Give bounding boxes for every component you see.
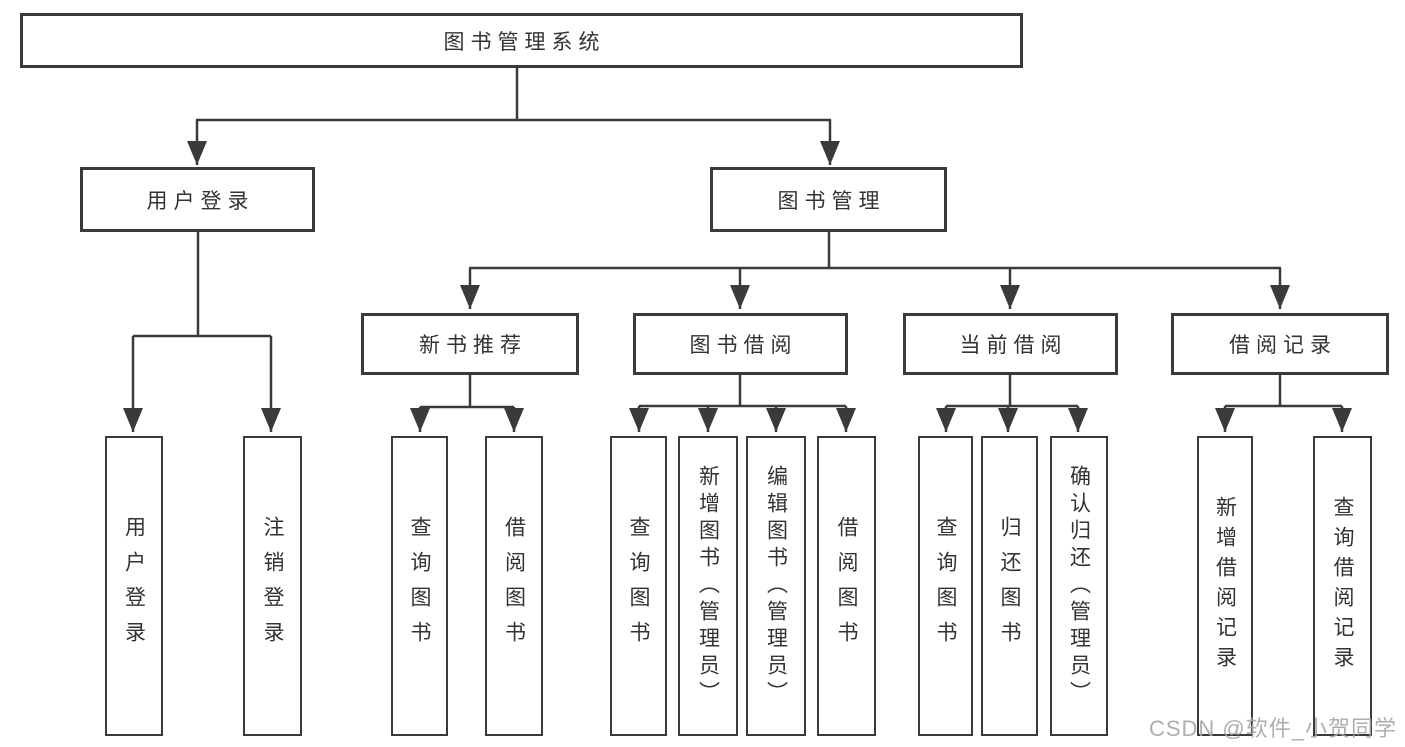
leaf-borrow-query: 查询图书: [610, 436, 667, 736]
node-user-login-label: 用户登录: [146, 189, 255, 213]
leaf-add-book-admin: 新增图书（管理员）: [678, 436, 738, 736]
leaf-new-books-borrow-label: 借阅图书: [502, 516, 526, 656]
node-root: 图书管理系统: [20, 13, 1023, 68]
leaf-confirm-return-admin-label: 确认归还（管理员）: [1067, 464, 1091, 708]
node-new-books: 新书推荐: [361, 313, 579, 375]
node-new-books-label: 新书推荐: [419, 334, 527, 357]
connector-trunks: [133, 68, 1342, 409]
leaf-logout-label: 注销登录: [261, 516, 284, 656]
csdn-watermark: CSDN @软件_小贺同学: [1148, 716, 1397, 741]
leaf-borrow-query-label: 查询图书: [627, 516, 650, 656]
leaf-current-query: 查询图书: [918, 436, 973, 736]
leaf-edit-book-admin: 编辑图书（管理员）: [746, 436, 806, 736]
leaf-add-book-admin-label: 新增图书（管理员）: [696, 464, 720, 708]
leaf-return-book: 归还图书: [981, 436, 1038, 736]
leaf-add-borrow-record: 新增借阅记录: [1197, 436, 1253, 736]
node-user-login: 用户登录: [80, 167, 315, 232]
leaf-user-login: 用户登录: [105, 436, 163, 736]
leaf-query-borrow-record: 查询借阅记录: [1313, 436, 1372, 736]
node-book-borrow-label: 图书借阅: [689, 334, 798, 357]
node-root-label: 图书管理系统: [443, 30, 606, 54]
node-borrow-records-label: 借阅记录: [1229, 334, 1337, 357]
leaf-confirm-return-admin: 确认归还（管理员）: [1050, 436, 1108, 736]
leaf-borrow-book-label: 借阅图书: [835, 516, 858, 656]
node-current-borrow: 当前借阅: [903, 313, 1118, 375]
leaf-query-borrow-record-label: 查询借阅记录: [1331, 496, 1354, 676]
leaf-new-books-query-label: 查询图书: [408, 516, 431, 656]
leaf-return-book-label: 归还图书: [998, 516, 1021, 656]
node-book-management-label: 图书管理: [777, 189, 886, 213]
leaf-new-books-query: 查询图书: [391, 436, 448, 736]
leaf-new-books-borrow: 借阅图书: [485, 436, 543, 736]
leaf-user-login-label: 用户登录: [122, 516, 146, 656]
leaf-add-borrow-record-label: 新增借阅记录: [1213, 496, 1237, 676]
node-book-management: 图书管理: [710, 167, 947, 232]
leaf-logout: 注销登录: [243, 436, 302, 736]
leaf-edit-book-admin-label: 编辑图书（管理员）: [764, 464, 788, 708]
node-current-borrow-label: 当前借阅: [959, 334, 1068, 357]
node-book-borrow: 图书借阅: [633, 313, 848, 375]
leaf-borrow-book: 借阅图书: [817, 436, 876, 736]
node-borrow-records: 借阅记录: [1171, 313, 1389, 375]
leaf-current-query-label: 查询图书: [934, 516, 957, 656]
